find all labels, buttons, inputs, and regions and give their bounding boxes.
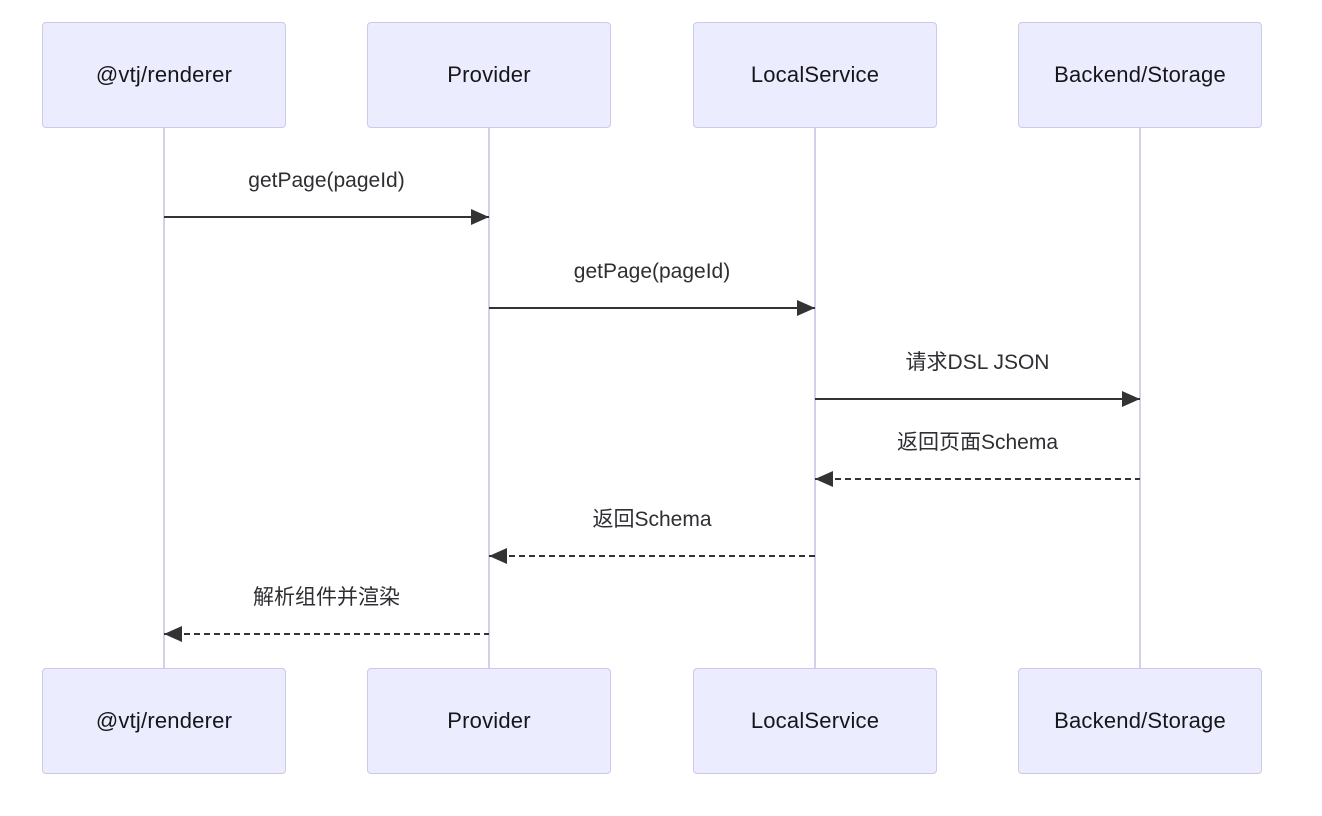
message-label: 请求DSL JSON	[905, 351, 1050, 374]
actor-top-vtj-renderer: @vtj/renderer	[42, 22, 286, 128]
message-line-solid	[164, 216, 489, 218]
actor-label: Provider	[447, 708, 531, 733]
lifeline-vtj-renderer	[163, 128, 165, 668]
message-line-dashed	[815, 478, 1140, 480]
message-return-schema: 返回Schema	[489, 507, 815, 564]
message-line-solid	[815, 398, 1140, 400]
arrowhead-left-icon	[489, 548, 507, 564]
message-getpage-renderer-to-provider: getPage(pageId)	[164, 168, 489, 225]
message-label: getPage(pageId)	[248, 169, 405, 192]
arrowhead-right-icon	[1122, 391, 1140, 407]
actor-bottom-vtj-renderer: @vtj/renderer	[42, 668, 286, 774]
actor-bottom-provider: Provider	[367, 668, 611, 774]
arrowhead-left-icon	[164, 626, 182, 642]
message-label: 返回Schema	[592, 508, 712, 531]
actor-top-backend-storage: Backend/Storage	[1018, 22, 1262, 128]
message-label: 解析组件并渲染	[253, 586, 400, 609]
actor-label: LocalService	[750, 708, 880, 733]
message-parse-and-render: 解析组件并渲染	[164, 585, 489, 642]
message-line-dashed	[164, 633, 489, 635]
actor-label: Backend/Storage	[1054, 62, 1226, 87]
actor-label: Backend/Storage	[1054, 708, 1226, 733]
actor-label: Provider	[447, 62, 531, 87]
message-getpage-provider-to-localservice: getPage(pageId)	[489, 259, 815, 316]
arrowhead-left-icon	[815, 471, 833, 487]
message-line-dashed	[489, 555, 815, 557]
message-label: 返回页面Schema	[896, 431, 1059, 454]
lifeline-provider	[488, 128, 490, 668]
arrowhead-right-icon	[797, 300, 815, 316]
lifeline-backend-storage	[1139, 128, 1141, 668]
message-request-dsl-json: 请求DSL JSON	[815, 350, 1140, 407]
actor-label: LocalService	[750, 62, 880, 87]
actor-top-provider: Provider	[367, 22, 611, 128]
message-label: getPage(pageId)	[573, 260, 731, 283]
arrowhead-right-icon	[471, 209, 489, 225]
actor-bottom-backend-storage: Backend/Storage	[1018, 668, 1262, 774]
message-line-solid	[489, 307, 815, 309]
actor-bottom-localservice: LocalService	[693, 668, 937, 774]
actor-label: @vtj/renderer	[95, 62, 233, 87]
actor-top-localservice: LocalService	[693, 22, 937, 128]
actor-label: @vtj/renderer	[95, 708, 233, 733]
message-return-page-schema: 返回页面Schema	[815, 430, 1140, 487]
